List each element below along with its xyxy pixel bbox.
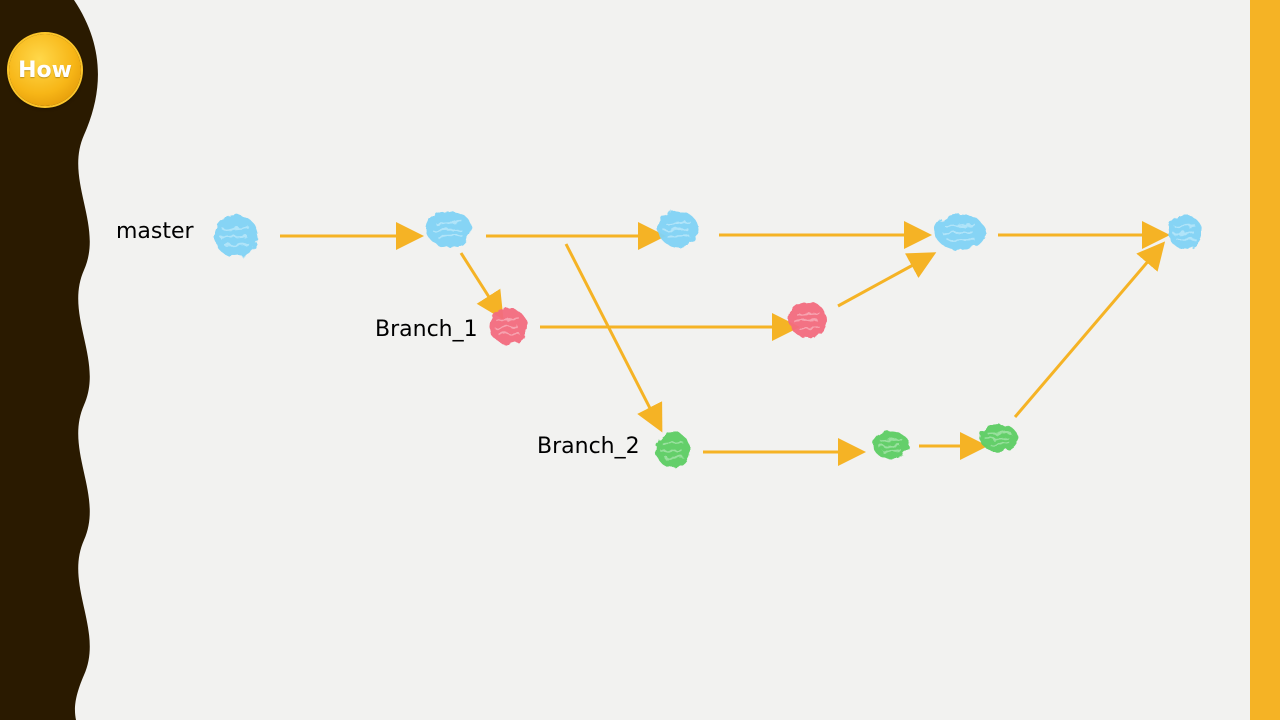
how-badge: How: [9, 34, 81, 106]
commit-m5: [1168, 215, 1202, 249]
commit-m1: [214, 215, 258, 257]
how-badge-label: How: [18, 57, 72, 83]
arrow-m2-b1a: [459, 252, 504, 320]
branch-label-master: master: [116, 219, 194, 244]
commit-m2: [426, 211, 472, 247]
arrow-b2c-m5: [1013, 241, 1166, 418]
right-accent-bar: [1250, 0, 1280, 720]
commit-b2b: [873, 431, 909, 459]
commit-b1b: [789, 302, 827, 338]
arrow-b1b-m4: [837, 252, 937, 308]
commit-m4: [935, 214, 985, 250]
commit-b1a: [489, 308, 527, 344]
commit-m3: [658, 211, 698, 247]
branch-label-branch-2: Branch_2: [537, 434, 640, 459]
commit-b2a: [656, 432, 690, 468]
arrow-m2-b2a: [564, 243, 663, 433]
commits-layer: [214, 211, 1202, 468]
branch-label-branch-1: Branch_1: [375, 317, 478, 342]
edges-layer: [280, 221, 1170, 466]
commit-b2c: [980, 424, 1018, 452]
left-wavy-band: [0, 0, 98, 720]
